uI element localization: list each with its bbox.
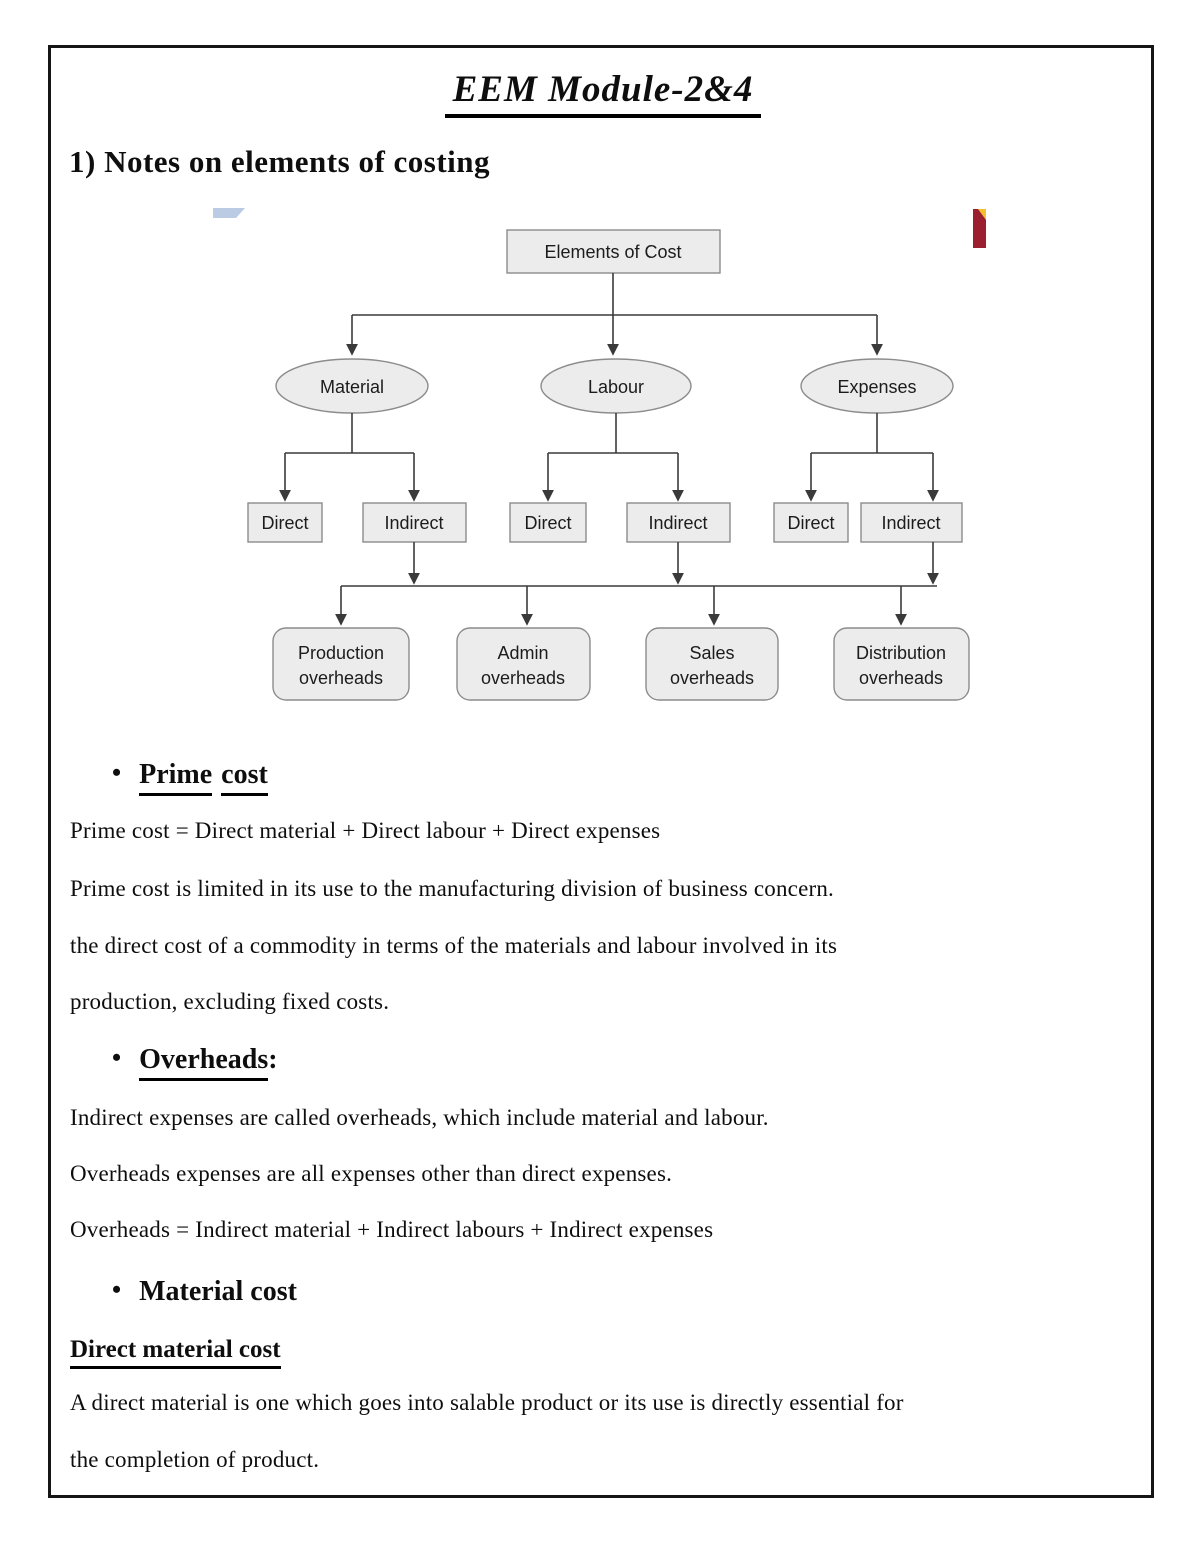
document-title-text: EEM Module-2&4 — [444, 68, 762, 118]
overheads-paragraph-line: Overheads expenses are all expenses othe… — [70, 1161, 673, 1186]
overheads-heading-word: Overheads — [139, 1044, 269, 1081]
page-border — [48, 45, 1154, 1498]
material-cost-heading-text: Material cost — [139, 1276, 297, 1307]
prime-cost-paragraph-line: production, excluding fixed costs. — [70, 989, 390, 1014]
prime-cost-formula: Prime cost = Direct material + Direct la… — [70, 818, 661, 843]
overheads-paragraph-line: Indirect expenses are called overheads, … — [70, 1105, 769, 1130]
direct-material-cost-text: Direct material cost — [70, 1336, 281, 1369]
document-title: EEM Module-2&4 — [48, 68, 1158, 118]
bullet-icon: • — [112, 1275, 122, 1304]
direct-material-cost-subheading: Direct material cost — [70, 1336, 281, 1369]
prime-cost-paragraph-line: Prime cost is limited in its use to the … — [70, 876, 834, 901]
material-cost-heading: • Material cost — [112, 1275, 297, 1308]
material-paragraph-line: the completion of product. — [70, 1447, 320, 1472]
prime-cost-heading-word1: Prime — [139, 759, 213, 796]
prime-cost-heading-word2: cost — [221, 759, 268, 796]
overheads-heading: • Overheads: — [112, 1043, 278, 1081]
section-heading: 1) Notes on elements of costing — [69, 144, 491, 179]
bullet-icon: • — [112, 758, 122, 787]
overheads-formula: Overheads = Indirect material + Indirect… — [70, 1217, 714, 1242]
prime-cost-paragraph-line: the direct cost of a commodity in terms … — [70, 933, 838, 958]
bullet-icon: • — [112, 1043, 122, 1072]
overheads-heading-colon: : — [268, 1044, 278, 1075]
material-paragraph-line: A direct material is one which goes into… — [70, 1390, 904, 1415]
